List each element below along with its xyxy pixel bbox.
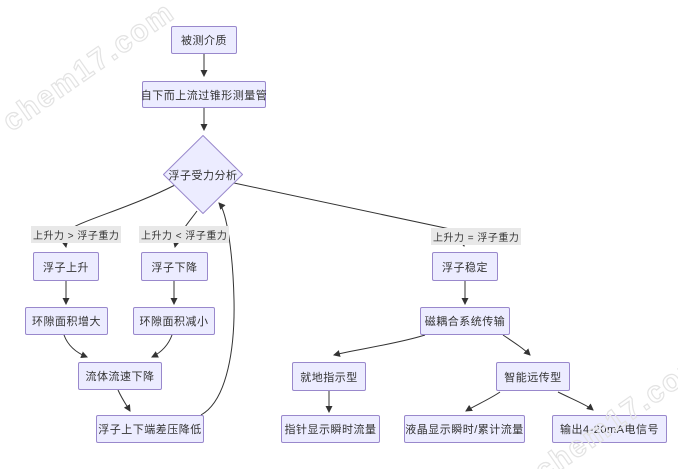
diamond-shape (163, 135, 243, 214)
node-smart-remote-type: 智能远传型 (496, 362, 570, 391)
edge-coupling-to-local (332, 334, 426, 357)
node-local-indicator-type: 就地指示型 (292, 362, 366, 391)
edge-smart-to-signal (557, 391, 594, 411)
edge-coupling-to-smart (502, 334, 531, 356)
edge-velocity-to-dp (117, 389, 131, 412)
edge-label-lift-less: 上升力 < 浮子重力 (139, 226, 230, 243)
node-fluid-velocity-drop: 流体流速下降 (78, 362, 162, 390)
node-float-fall: 浮子下降 (141, 252, 208, 281)
node-annulus-area-decrease: 环隙面积减小 (133, 307, 215, 335)
node-annulus-area-increase: 环隙面积增大 (25, 307, 108, 335)
node-pointer-instant-flow: 指针显示瞬时流量 (281, 415, 380, 443)
edge-label-lift-greater: 上升力 > 浮子重力 (31, 226, 122, 243)
edge-dp-to-analysis-feedback (200, 202, 235, 416)
node-lcd-instant-total-flow: 液晶显示瞬时/累计流量 (404, 415, 525, 443)
node-float-stable: 浮子稳定 (432, 252, 498, 281)
node-output-4-20ma-signal: 输出4-20mA电信号 (552, 415, 667, 443)
node-measured-medium: 被测介质 (171, 26, 237, 54)
node-force-analysis-decision: 浮子受力分析 (163, 135, 243, 214)
node-differential-pressure-drop: 浮子上下端差压降低 (96, 415, 204, 443)
edge-label-lift-equal: 上升力 = 浮子重力 (431, 228, 522, 245)
node-force-analysis-label: 浮子受力分析 (168, 169, 238, 182)
node-flow-through-cone-tube: 自下而上流过锥形测量管 (141, 81, 267, 108)
edge-gap-down-to-velocity (151, 334, 173, 358)
node-float-rise: 浮子上升 (33, 252, 99, 281)
edge-gap-up-to-velocity (63, 334, 88, 359)
node-magnetic-coupling-transmission: 磁耦合系统传输 (420, 307, 510, 335)
edge-analysis-to-stable (233, 182, 466, 248)
edge-smart-to-lcd (465, 391, 501, 412)
